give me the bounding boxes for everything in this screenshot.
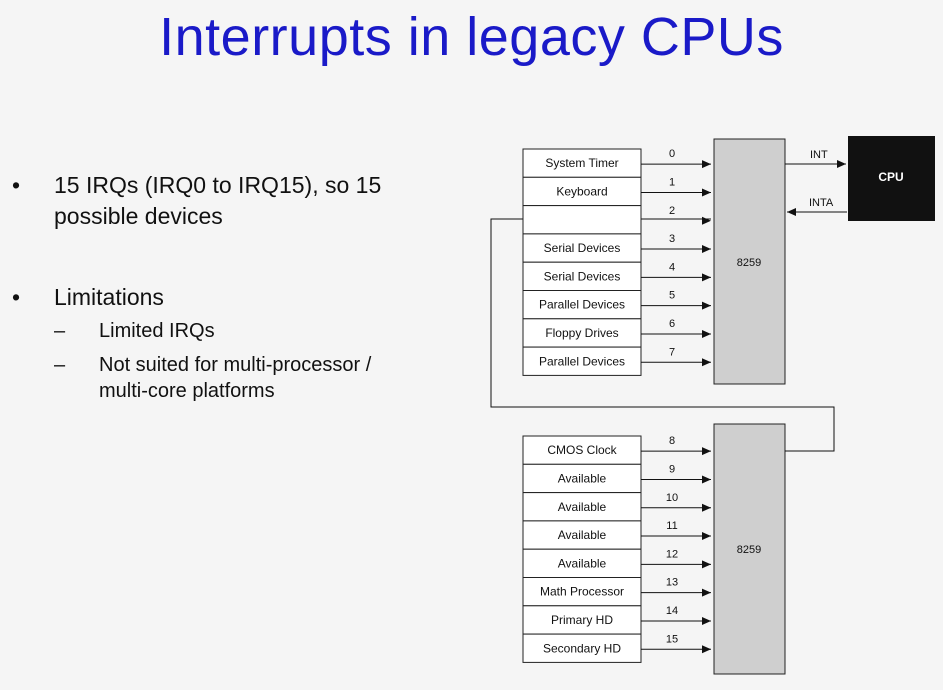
- int-label: INT: [810, 149, 828, 161]
- irq-number: 12: [666, 548, 678, 560]
- device-name: Serial Devices: [544, 241, 621, 255]
- device-name: Keyboard: [556, 184, 607, 198]
- device-box: [522, 290, 642, 320]
- device-name: Parallel Devices: [539, 298, 625, 312]
- bullet-marker: •: [12, 172, 21, 198]
- device-box: [522, 548, 642, 579]
- master-pic-box: [713, 138, 786, 385]
- device-name: Available: [558, 471, 607, 485]
- irq-number: 10: [666, 492, 678, 504]
- device-box: [522, 605, 642, 635]
- irq-number: 14: [666, 605, 678, 617]
- device-box: [522, 261, 642, 292]
- device-name: Available: [558, 556, 607, 570]
- master-pic-label: 8259: [737, 257, 761, 269]
- device-box: [522, 520, 642, 550]
- irq-number: 5: [669, 290, 675, 302]
- device-box: [522, 205, 642, 235]
- sub-bullet-line: multi-core platforms: [99, 380, 275, 402]
- slave-pic-box: [713, 423, 786, 675]
- irq-number: 4: [669, 261, 675, 273]
- device-box: [522, 148, 642, 178]
- device-box: [522, 463, 642, 494]
- inta-label: INTA: [809, 197, 834, 209]
- irq-number: 7: [669, 346, 675, 358]
- device-box: [522, 577, 642, 607]
- device-name: Math Processor: [540, 585, 624, 599]
- device-name: Secondary HD: [543, 641, 621, 655]
- device-name: Primary HD: [551, 613, 613, 627]
- bullet-marker: •: [12, 284, 21, 310]
- bullet-line: Limitations: [54, 284, 164, 310]
- cpu-box: [848, 136, 935, 221]
- bullet-line: 15 IRQs (IRQ0 to IRQ15), so 15: [54, 172, 382, 198]
- slave-device-list: CMOS Clock8Available9Available10Availabl…: [522, 435, 711, 663]
- device-box: [522, 176, 642, 207]
- device-name: System Timer: [545, 156, 618, 170]
- irq-number: 2: [669, 205, 675, 217]
- irq-number: 1: [669, 176, 675, 188]
- irq-number: 0: [669, 148, 675, 160]
- device-name: Available: [558, 528, 607, 542]
- device-box: [522, 233, 642, 263]
- slave-pic-label: 8259: [737, 544, 761, 556]
- device-name: Serial Devices: [544, 269, 621, 283]
- device-box: [522, 633, 642, 663]
- sub-bullet-line: Not suited for multi-processor /: [99, 354, 372, 376]
- bullet-line: possible devices: [54, 203, 223, 229]
- device-name: Parallel Devices: [539, 354, 625, 368]
- cpu-label: CPU: [878, 170, 903, 184]
- slide-title: Interrupts in legacy CPUs: [159, 7, 784, 67]
- sub-bullet-line: Limited IRQs: [99, 320, 215, 342]
- sub-bullet-marker: –: [54, 320, 66, 342]
- sub-bullet-marker: –: [54, 354, 66, 376]
- irq-number: 11: [666, 520, 677, 532]
- irq-number: 15: [666, 633, 678, 645]
- irq-number: 8: [669, 435, 675, 447]
- irq-arrow: [702, 216, 711, 225]
- device-box: [522, 492, 642, 522]
- device-name: Available: [558, 500, 607, 514]
- irq-number: 6: [669, 318, 675, 330]
- irq-number: 9: [669, 463, 675, 475]
- device-box: [522, 318, 642, 348]
- device-box: [522, 346, 642, 376]
- device-name: Floppy Drives: [545, 326, 618, 340]
- device-name: CMOS Clock: [547, 443, 617, 457]
- irq-number: 13: [666, 577, 678, 589]
- irq-number: 3: [669, 233, 675, 245]
